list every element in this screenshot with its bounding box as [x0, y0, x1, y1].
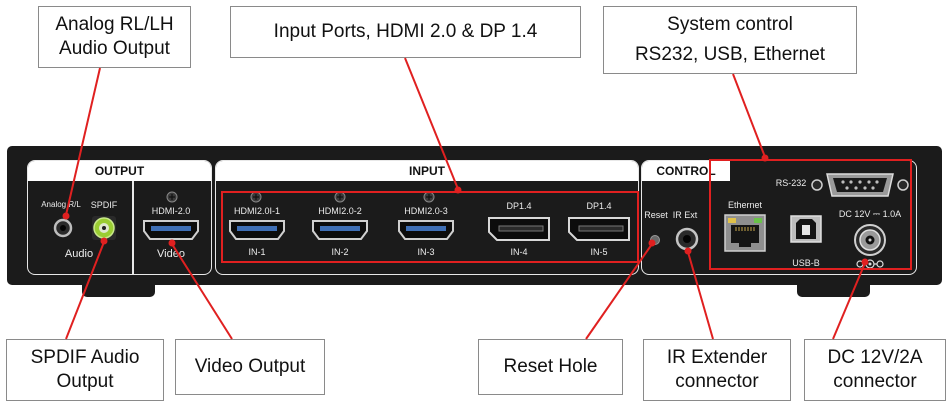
- input-port-top-label: DP1.4: [586, 201, 612, 211]
- system-control-highlight: [709, 159, 912, 270]
- hdmi-input-port-icon: [312, 220, 368, 240]
- screw-icon: [166, 191, 178, 203]
- leader-dc: [832, 262, 866, 340]
- callout-analog-audio-output: Analog RL/LH Audio Output: [38, 6, 191, 68]
- callout-line: Analog RL/LH: [55, 13, 174, 35]
- output-divider: [132, 181, 134, 275]
- leader-video: [171, 243, 233, 340]
- input-port-top-label: HDMI2.0-2: [318, 206, 362, 216]
- displayport-input-port-icon: [568, 217, 630, 241]
- leader-spdif: [65, 241, 105, 340]
- callout-line: SPDIF Audio: [30, 346, 140, 368]
- input-ports-highlight: [221, 191, 639, 263]
- callout-video-output: Video Output: [175, 339, 325, 395]
- callout-line: Reset Hole: [503, 355, 598, 377]
- callout-line: DC 12V/2A: [827, 346, 923, 368]
- output-section-header: OUTPUT: [28, 161, 211, 181]
- spdif-label: SPDIF: [90, 200, 118, 210]
- ir-extender-jack-icon: [675, 227, 699, 251]
- analog-audio-jack-icon: [53, 218, 73, 238]
- callout-line: IR Extender: [666, 346, 768, 368]
- ethernet-label: Ethernet: [727, 200, 763, 210]
- leader-analog: [65, 67, 101, 216]
- rs232-db9-port-icon: [811, 173, 909, 197]
- leader-input-ports: [404, 57, 459, 190]
- hdmi-output-port-icon: [143, 220, 199, 240]
- spdif-coax-jack-icon: [92, 216, 116, 240]
- input-port-top-label: HDMI2.0-3: [404, 206, 448, 216]
- ethernet-port-icon: [724, 214, 766, 252]
- rs232-label: RS-232: [775, 178, 807, 188]
- audio-label: Audio: [64, 248, 94, 260]
- input-port-bottom-label: IN-3: [417, 247, 435, 257]
- callout-line: Input Ports, HDMI 2.0 & DP 1.4: [273, 20, 538, 42]
- input-port-bottom-label: IN-4: [510, 247, 528, 257]
- callout-line: connector: [833, 371, 917, 392]
- hdmi-out-label: HDMI-2.0: [151, 206, 191, 216]
- reset-label: Reset: [644, 210, 668, 220]
- callout-spdif-audio-output: SPDIF Audio Output: [6, 339, 164, 401]
- input-port-top-label: DP1.4: [506, 201, 532, 211]
- video-label: Video: [157, 248, 185, 260]
- callout-line: System control: [667, 13, 793, 35]
- displayport-input-port-icon: [488, 217, 550, 241]
- leader-reset: [585, 243, 653, 340]
- analog-rl-label: Analog R/L: [41, 200, 81, 209]
- ir-ext-label: IR Ext: [672, 210, 698, 220]
- hdmi-input-port-icon: [229, 220, 285, 240]
- usb-b-port-icon: [790, 215, 822, 243]
- callout-line: connector: [675, 371, 759, 392]
- input-port-bottom-label: IN-1: [248, 247, 266, 257]
- output-section: [27, 160, 212, 275]
- callout-dc-connector: DC 12V/2A connector: [804, 339, 946, 401]
- control-section-header: CONTROL: [642, 161, 730, 181]
- hdmi-input-port-icon: [398, 220, 454, 240]
- callout-line: RS232, USB, Ethernet: [634, 44, 826, 65]
- callout-line: Output: [56, 371, 114, 392]
- callout-line: Video Output: [194, 355, 306, 377]
- dc-power-label: DC 12V ⎓ 1.0A: [838, 209, 902, 219]
- dc-power-jack-icon: [854, 224, 886, 256]
- device-foot-left: [82, 285, 155, 297]
- input-port-bottom-label: IN-5: [590, 247, 608, 257]
- leader-system-control: [732, 73, 766, 158]
- callout-line: Audio Output: [59, 38, 170, 59]
- usb-b-label: USB-B: [792, 258, 820, 268]
- callout-reset-hole: Reset Hole: [478, 339, 623, 395]
- callout-system-control: System control RS232, USB, Ethernet: [603, 6, 857, 74]
- callout-ir-extender: IR Extender connector: [643, 339, 791, 401]
- input-port-bottom-label: IN-2: [331, 247, 349, 257]
- callout-input-ports: Input Ports, HDMI 2.0 & DP 1.4: [230, 6, 581, 58]
- leader-ir: [687, 251, 714, 340]
- input-section-header: INPUT: [216, 161, 638, 181]
- input-port-top-label: HDMI2.0I-1: [233, 206, 281, 216]
